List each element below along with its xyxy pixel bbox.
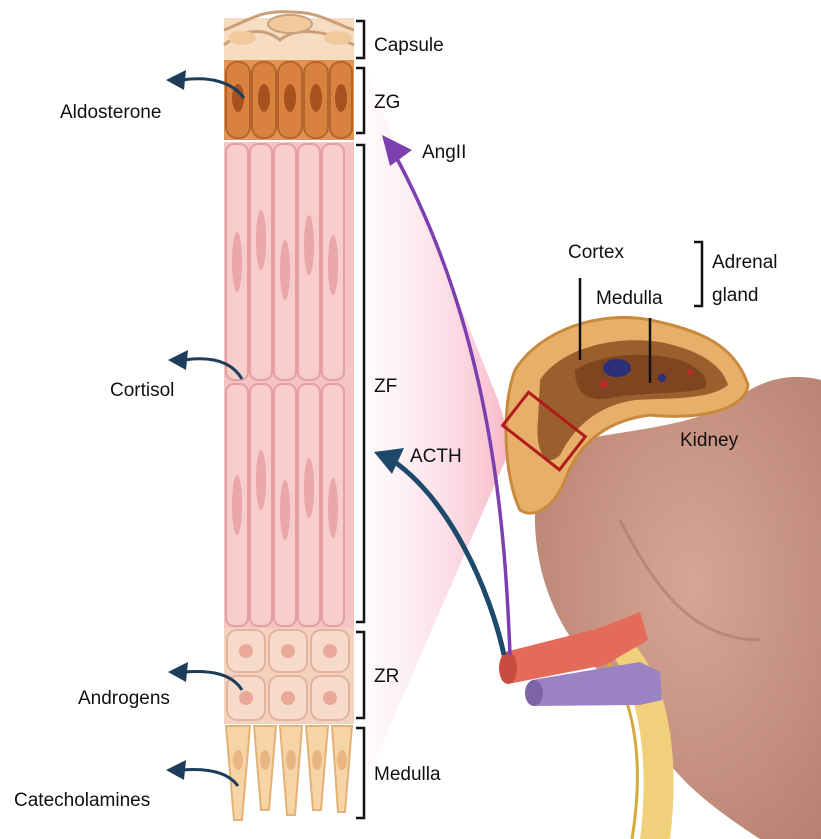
adrenal-gland-label-line1: Adrenal [712,252,778,273]
zg-bracket [356,68,364,133]
zf-label: ZF [374,376,397,397]
androgens-label: Androgens [78,688,170,709]
kidney-label: Kidney [680,430,739,451]
acth-label: ACTH [410,446,462,467]
medulla-cells [226,726,352,820]
zr-bracket [356,632,364,718]
adrenal-gland-bracket [694,242,702,306]
zf-bracket [356,145,364,622]
aldosterone-label: Aldosterone [60,102,161,123]
medulla-label: Medulla [374,764,441,785]
zr-cells [224,628,354,724]
angii-label: AngII [422,142,466,163]
capsule-label: Capsule [374,35,444,56]
gland-medulla-label: Medulla [596,288,663,309]
zr-label: ZR [374,666,399,687]
cortisol-label: Cortisol [110,380,174,401]
zf-cells [224,142,354,628]
capsule-bracket [356,21,364,58]
medulla-bracket [356,728,364,818]
catecholamines-arrow [166,760,238,786]
zg-cells [224,60,354,140]
catecholamines-label: Catecholamines [14,790,150,811]
cortex-label: Cortex [568,242,624,263]
cell-column [224,12,354,820]
zg-label: ZG [374,92,400,113]
adrenal-gland-label-line2: gland [712,285,759,306]
